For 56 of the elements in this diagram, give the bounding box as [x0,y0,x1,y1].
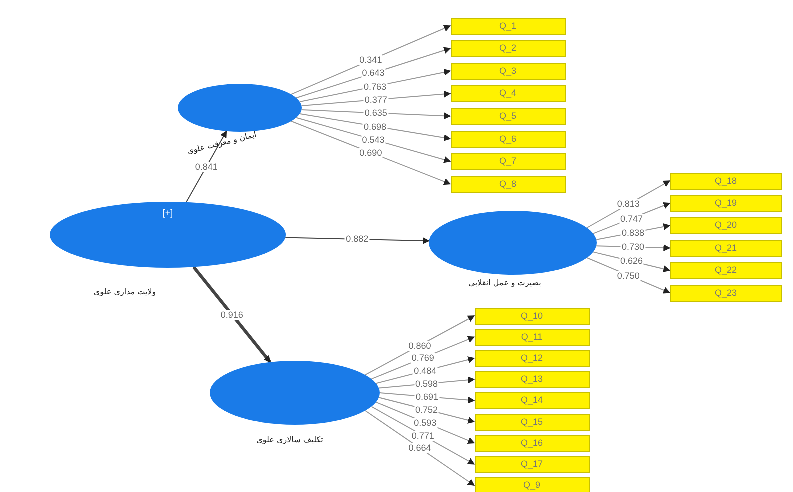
edge-label: 0.690 [358,148,384,158]
indicator-box: Q_3 [450,62,566,80]
indicator-box: Q_10 [474,308,590,324]
indicator-box: Q_11 [474,328,590,346]
loading-arrow [365,410,476,486]
edge-label: 0.691 [414,392,440,402]
edge-label: 0.730 [621,242,646,252]
edge-label: 0.771 [410,430,436,441]
indicator-box: Q_4 [450,85,566,102]
edge-label: 0.752 [414,404,440,415]
edge-label: 0.813 [616,199,641,210]
indicator-box: Q_21 [670,240,782,257]
edge-label: 0.747 [619,214,644,224]
indicator-box: Q_12 [474,350,590,367]
edge-label: 0.664 [408,443,432,454]
indicator-box: Q_17 [474,456,590,473]
edge-label: 0.484 [413,366,438,376]
edge-label: 0.598 [414,378,440,389]
indicator-sign: [+] [162,208,174,218]
path-arrow [192,266,272,364]
indicator-box: Q_22 [670,262,782,280]
indicator-box: Q_18 [670,172,782,190]
indicator-box: Q_2 [450,40,566,58]
indicator-box: Q_1 [450,18,566,34]
construct-name: ایمان و معرفت علوی [186,130,258,156]
indicator-box: Q_15 [474,414,590,430]
edge-label: 0.593 [413,418,438,428]
indicator-box: Q_16 [474,434,590,452]
edge-label: 0.916 [220,310,244,320]
indicator-box: Q_14 [474,392,590,410]
indicator-box: Q_7 [450,153,566,170]
edge-label: 0.543 [361,134,386,145]
edge-label: 0.860 [408,340,432,351]
edge-label: 0.377 [364,94,388,105]
construct-name: ولایت مداری علوی [94,288,156,296]
construct-name: بصیرت و عمل انقلابی [468,278,542,288]
edge-label: 0.882 [345,234,370,244]
edge-label: 0.841 [194,162,219,172]
indicator-box: Q_8 [450,176,566,193]
edge-label: 0.635 [364,108,388,118]
indicator-box: Q_13 [474,371,590,388]
indicator-box: Q_23 [670,284,782,302]
indicator-box: Q_19 [670,194,782,212]
construct-name: تکلیف سالاری علوی [256,436,324,444]
edge-label: 0.643 [361,68,386,78]
indicator-box: Q_9 [474,477,590,492]
edge-label: 0.763 [362,82,388,92]
edge-label: 0.769 [410,353,436,364]
edge-label: 0.698 [362,122,388,132]
edge-label: 0.341 [358,55,384,66]
edge-label: 0.626 [619,256,644,266]
edge-label: 0.750 [616,270,641,280]
edge-label: 0.838 [621,228,646,238]
indicator-box: Q_20 [670,217,782,234]
indicator-box: Q_5 [450,108,566,125]
indicator-box: Q_6 [450,130,566,148]
